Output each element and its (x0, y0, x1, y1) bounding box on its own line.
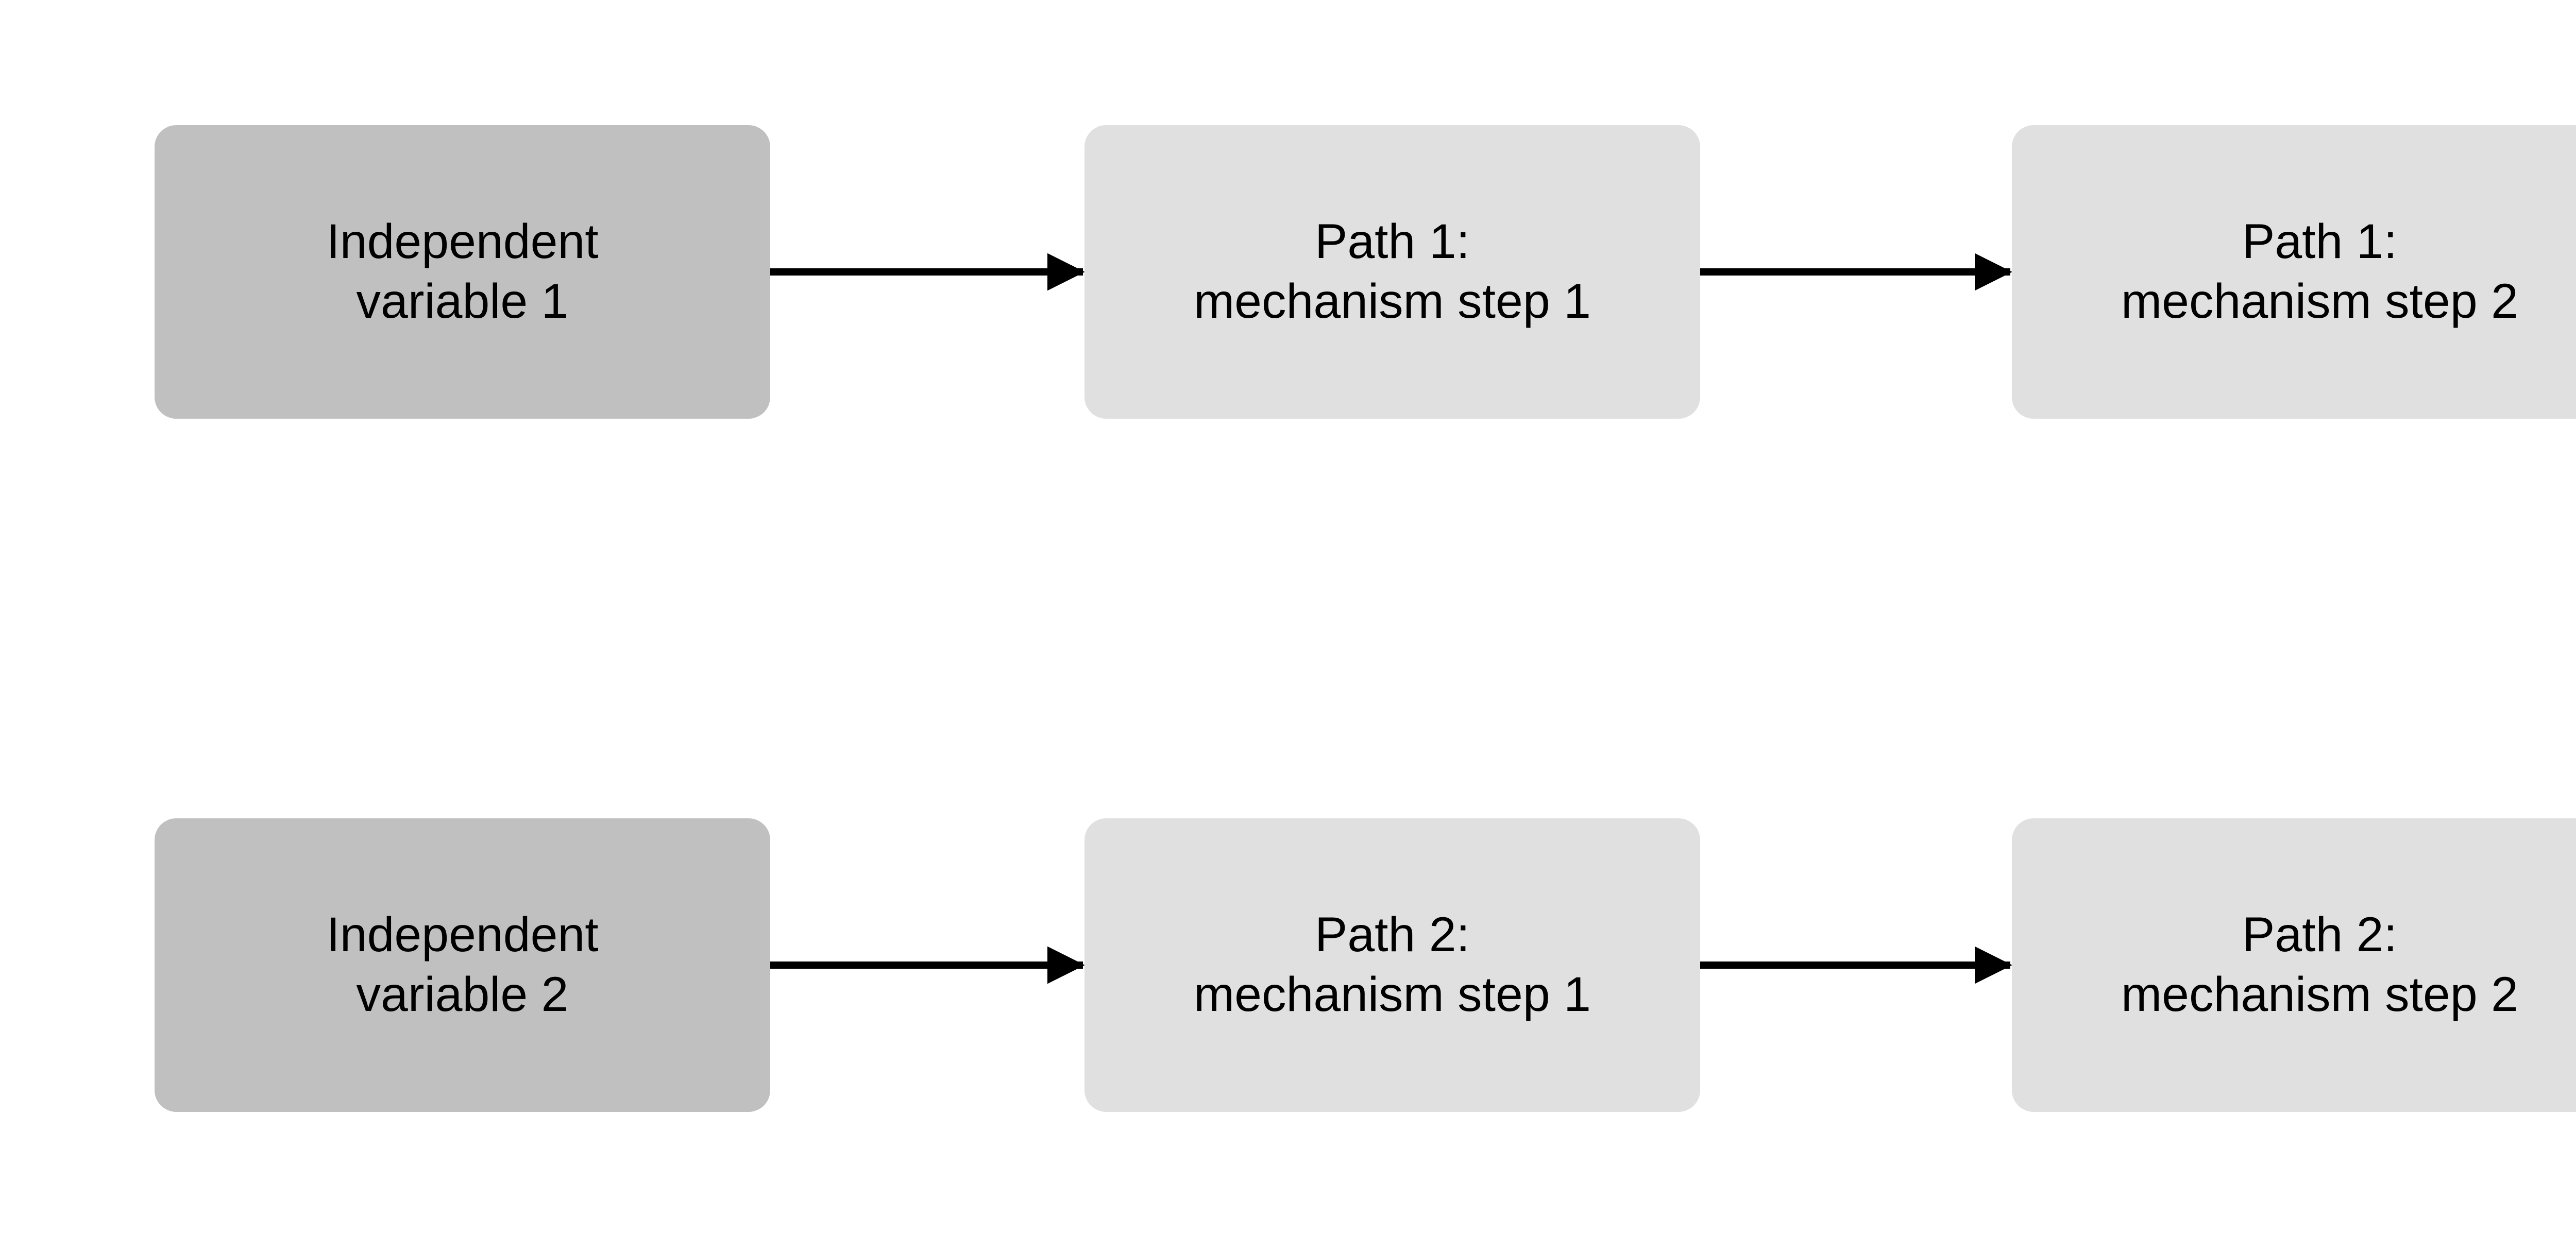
node-path2-mechanism-step-2: Path 2: mechanism step 2 (2012, 818, 2576, 1112)
node-path1-mechanism-step-2: Path 1: mechanism step 2 (2012, 125, 2576, 419)
node-path2-mechanism-step-1: Path 2: mechanism step 1 (1084, 818, 1700, 1112)
node-label: Path 1: mechanism step 1 (1194, 214, 1591, 329)
node-path1-mechanism-step-1: Path 1: mechanism step 1 (1084, 125, 1700, 419)
node-label: Path 1: mechanism step 2 (2121, 214, 2518, 329)
node-label: Path 2: mechanism step 2 (2121, 907, 2518, 1022)
node-label: Path 2: mechanism step 1 (1194, 907, 1591, 1022)
node-label: Independent variable 1 (326, 214, 599, 329)
node-label: Independent variable 2 (326, 907, 599, 1022)
node-independent-variable-1: Independent variable 1 (155, 125, 770, 419)
node-independent-variable-2: Independent variable 2 (155, 818, 770, 1112)
